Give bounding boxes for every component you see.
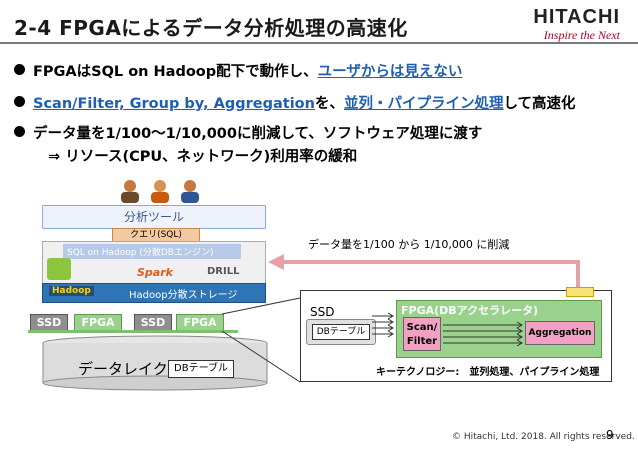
fpga-chip: FPGA xyxy=(74,314,122,332)
copyright-text: © Hitachi, Ltd. 2018. All rights reserve… xyxy=(452,432,635,442)
hitachi-tagline: Inspire the Next xyxy=(543,28,620,42)
data-flow-arrows xyxy=(372,312,394,338)
bullet-1-text: FPGAはSQL on Hadoop配下で動作し、 xyxy=(33,64,318,80)
callout-line xyxy=(221,297,301,315)
bullet-1: FPGAはSQL on Hadoop配下で動作し、ユーザからは見えない xyxy=(14,60,462,81)
fpga-accelerator-box: FPGA(DBアクセラレータ) Scan/ Filter Aggregation xyxy=(396,300,602,358)
bullet-2: Scan/Filter, Group by, Aggregationを、並列・パ… xyxy=(14,92,576,113)
scan-filter-block: Scan/ Filter xyxy=(403,317,441,351)
title-divider xyxy=(0,42,638,44)
users-icon xyxy=(121,180,199,203)
arrow-head-icon xyxy=(268,254,284,270)
page-number: 9 xyxy=(606,428,614,442)
data-lake-label: データレイク xyxy=(78,360,168,378)
user-icon xyxy=(121,180,139,203)
bullet-2-mid: を、 xyxy=(314,96,344,112)
drill-logo: DRILL xyxy=(207,266,240,277)
hadoop-storage-label: Hadoop分散ストレージ xyxy=(129,290,238,301)
fpga-accelerator-title: FPGA(DBアクセラレータ) xyxy=(401,304,539,317)
page-title: 2-4 FPGAによるデータ分析処理の高速化 xyxy=(14,16,408,40)
callout-line xyxy=(221,330,301,383)
key-technology-text: キーテクノロジー: 並列処理、パイプライン処理 xyxy=(376,367,600,378)
pipeline-arrows xyxy=(443,321,523,347)
bullet-2-link-1[interactable]: Scan/Filter, Group by, Aggregation xyxy=(33,96,315,112)
hadoop-logo: Hadoop xyxy=(49,286,94,296)
bullet-2-link-2[interactable]: 並列・パイプライン処理 xyxy=(343,96,504,112)
bullet-dot-icon xyxy=(14,126,25,137)
user-icon xyxy=(151,180,169,203)
db-table-detail: DBテーブル xyxy=(312,324,370,340)
reduction-text: データ量を1/100 から 1/10,000 に削減 xyxy=(308,238,510,251)
hadoop-storage-bar: Hadoop Hadoop分散ストレージ xyxy=(42,283,266,303)
connector-chip xyxy=(566,287,594,297)
sql-on-hadoop-panel: SQL on Hadoop (分散DBエンジン) Spark DRILL xyxy=(42,241,266,285)
bullet-dot-icon xyxy=(14,96,25,107)
hive-logo-icon xyxy=(47,258,71,280)
reduction-arrow xyxy=(282,260,580,290)
bullet-dot-icon xyxy=(14,64,25,75)
bullet-3: データ量を1/100～1/10,000に削減して、ソフトウェア処理に渡す xyxy=(14,122,482,143)
bullet-1-link[interactable]: ユーザからは見えない xyxy=(317,64,463,80)
analysis-tool-label: 分析ツール xyxy=(123,210,184,224)
bullet-2-suffix: して高速化 xyxy=(503,96,576,112)
scan-filter-label-2: Filter xyxy=(406,336,438,347)
bullet-3-text: データ量を1/100～1/10,000に削減して、ソフトウェア処理に渡す xyxy=(33,126,483,142)
board-strip xyxy=(28,330,238,333)
hitachi-logo: HITACHI xyxy=(533,6,620,28)
db-table-box: DBテーブル xyxy=(168,360,234,378)
aggregation-block: Aggregation xyxy=(525,321,595,345)
bullet-4-text: ⇒ リソース(CPU、ネットワーク)利用率の緩和 xyxy=(48,149,358,165)
sql-on-hadoop-label: SQL on Hadoop (分散DBエンジン) xyxy=(63,244,241,259)
ssd-detail-label: SSD xyxy=(310,305,335,319)
scan-filter-label-1: Scan/ xyxy=(406,322,438,333)
fpga-chip: FPGA xyxy=(176,314,224,332)
user-icon xyxy=(181,180,199,203)
spark-logo: Spark xyxy=(137,266,173,279)
